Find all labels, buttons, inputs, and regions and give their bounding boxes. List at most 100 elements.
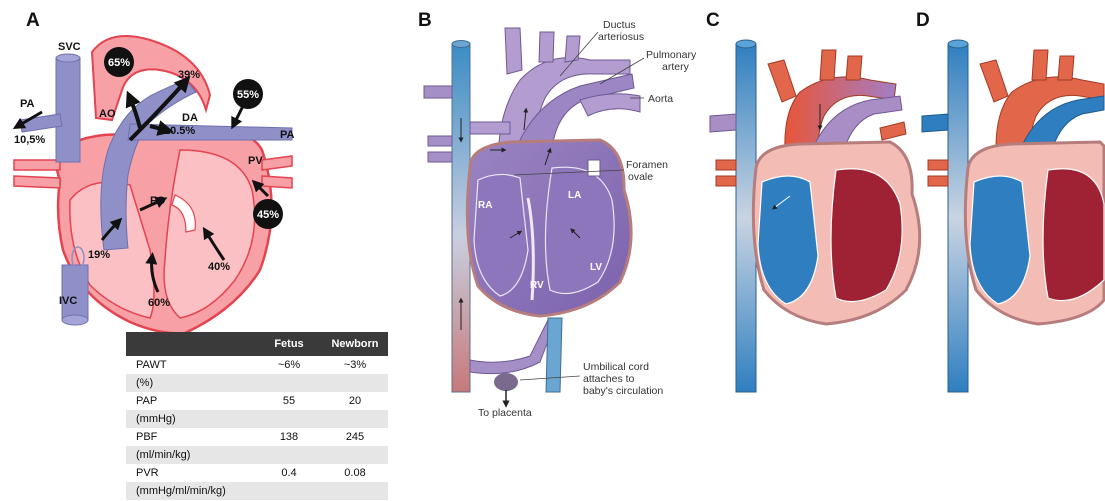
b-left-vein-3 [428, 152, 452, 162]
row-name: PVR [126, 464, 256, 482]
b-foramen-ovale-window [588, 160, 600, 176]
b-label-lv: LV [590, 262, 602, 273]
b-label-aorta: Aorta [648, 93, 673, 105]
panel-b: B [418, 10, 697, 419]
pulmonary-vein-right-bottom [262, 176, 292, 188]
b-label-foramen-2: ovale [628, 171, 653, 183]
row-fetus: 55 [256, 392, 322, 410]
circle-45-label: 45% [257, 209, 279, 221]
table-row: PAWT ~6% ~3% [126, 356, 388, 374]
panel-a-letter: A [26, 10, 40, 31]
b-label-pulmonary-1: Pulmonary [646, 49, 697, 61]
table-row-unit: (ml/min/kg) [126, 446, 388, 464]
panel-c: C [706, 10, 920, 392]
b-vena-cava-top [452, 41, 470, 48]
ivc-bottom [62, 315, 88, 325]
label-pa-left: PA [20, 98, 35, 110]
row-fetus: 0.4 [256, 464, 322, 482]
b-label-la: LA [568, 190, 581, 201]
table-header-row: Fetus Newborn [126, 332, 388, 356]
row-name: PBF [126, 428, 256, 446]
d-vein-branch-2 [928, 160, 948, 170]
panel-c-letter: C [706, 10, 720, 31]
table-row-unit: (mmHg) [126, 410, 388, 428]
row-name: PAP [126, 392, 256, 410]
b-left-pulmonary [470, 122, 510, 134]
panel-d: D [916, 10, 1104, 392]
row-unit: (%) [126, 374, 256, 392]
row-unit: (ml/min/kg) [126, 446, 256, 464]
row-fetus: ~6% [256, 356, 322, 374]
row-fetus: 138 [256, 428, 322, 446]
b-label-ductus-1: Ductus [603, 19, 636, 31]
label-ao: AO [99, 108, 116, 120]
table-row: PAP 55 20 [126, 392, 388, 410]
table-row: PVR 0.4 0.08 [126, 464, 388, 482]
row-newborn: 20 [322, 392, 388, 410]
b-label-ductus-2: arteriosus [598, 31, 644, 43]
row-newborn: 0.08 [322, 464, 388, 482]
b-label-rv: RV [530, 280, 544, 291]
b-label-foramen-1: Foramen [626, 159, 668, 171]
label-40: 40% [208, 261, 230, 273]
c-head-vessel-3 [846, 56, 862, 80]
panel-d-letter: D [916, 10, 930, 31]
b-label-pulmonary-2: artery [662, 61, 690, 73]
label-pv: PV [248, 155, 263, 167]
inferior-vena-cava [62, 265, 88, 320]
label-19: 19% [88, 249, 110, 261]
table-header-fetus: Fetus [256, 332, 322, 356]
d-vein-branch-1 [922, 114, 948, 132]
label-svc: SVC [58, 41, 81, 53]
c-right-branch [880, 122, 906, 140]
d-vein-branch-3 [928, 176, 948, 186]
b-head-vessel-3 [565, 36, 580, 62]
pulmonary-vein-left-top [14, 160, 60, 170]
c-vein-branch-2 [716, 160, 736, 170]
c-vein-branch-3 [716, 176, 736, 186]
pulmonary-vein-right-top [262, 156, 292, 170]
svc-top [56, 54, 80, 62]
b-label-umbilical-3: baby's circulation [583, 385, 663, 397]
label-60: 60% [148, 297, 170, 309]
label-da: DA [182, 112, 198, 124]
label-pa-left-pct: 10,5% [14, 134, 45, 146]
panel-a: A 65% [14, 10, 295, 333]
d-vena-cava-top [948, 40, 968, 48]
label-ivc: IVC [59, 295, 77, 307]
row-unit: (mmHg/ml/min/kg) [126, 482, 256, 500]
superior-vena-cava [56, 58, 80, 162]
label-pa-right: PA [280, 129, 295, 141]
b-label-umbilical-2: attaches to [583, 373, 635, 385]
c-vena-cava-top [736, 40, 756, 48]
table-header-newborn: Newborn [322, 332, 388, 356]
circle-55-label: 55% [237, 89, 259, 101]
table-header-blank [126, 332, 256, 356]
b-umbilical-vein [546, 318, 562, 392]
c-head-vessel-1 [768, 60, 796, 102]
b-label-placenta: To placenta [478, 407, 532, 419]
c-head-vessel-2 [820, 50, 836, 80]
d-head-vessel-2 [1032, 50, 1048, 80]
d-left-side [1043, 169, 1104, 301]
b-head-vessel-1 [505, 28, 522, 74]
row-unit: (mmHg) [126, 410, 256, 428]
label-fo: FO [150, 195, 166, 207]
b-descending-aorta [580, 94, 640, 116]
pulmonary-vein-left-bottom [14, 176, 60, 188]
b-umbilical-vessels [470, 320, 556, 374]
row-name: PAWT [126, 356, 256, 374]
c-vein-branch-1 [710, 114, 736, 132]
table-row-unit: (%) [126, 374, 388, 392]
b-placenta-node [494, 373, 518, 391]
b-head-vessel-2 [539, 32, 554, 62]
b-label-umbilical-1: Umbilical cord [583, 361, 649, 373]
circle-65-label: 65% [108, 57, 130, 69]
label-da-pct: 10.5% [164, 125, 195, 137]
table-row: PBF 138 245 [126, 428, 388, 446]
panel-b-letter: B [418, 10, 432, 31]
d-head-vessel-3 [1058, 56, 1074, 80]
b-label-ra: RA [478, 200, 492, 211]
row-newborn: ~3% [322, 356, 388, 374]
row-newborn: 245 [322, 428, 388, 446]
